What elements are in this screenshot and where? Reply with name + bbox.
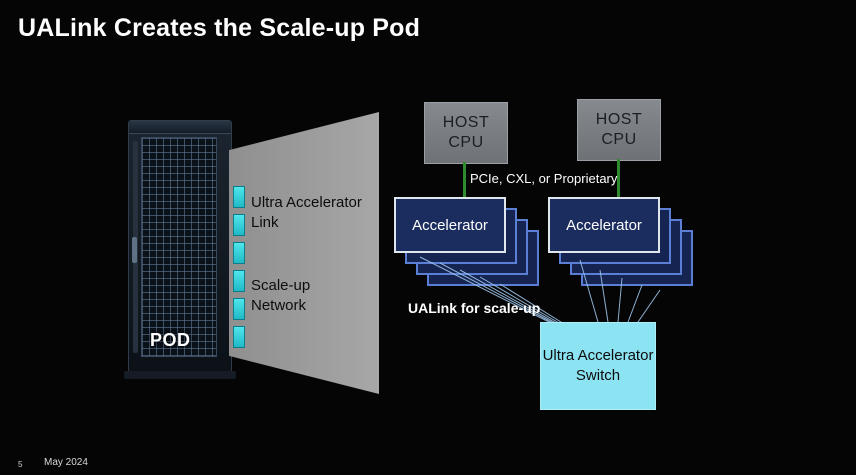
accelerator-label: Accelerator	[412, 216, 488, 234]
pcie-link-line-2	[617, 159, 620, 198]
accelerator-label: Accelerator	[566, 216, 642, 234]
link-indicator-icon	[233, 298, 245, 320]
accelerator-stack-1: Accelerator	[394, 197, 544, 292]
host-cpu-label: HOST CPU	[442, 114, 490, 151]
callout-ultra-accelerator-link: Ultra Accelerator Link	[251, 194, 362, 232]
link-indicator-icon	[233, 214, 245, 236]
accelerator-card-front: Accelerator	[548, 197, 660, 253]
bus-label: PCIe, CXL, or Proprietary	[470, 171, 618, 186]
slide-title: UALink Creates the Scale-up Pod	[18, 14, 421, 42]
rack-top-cap	[129, 121, 231, 134]
page-number: 5	[18, 460, 23, 469]
link-indicator-icon	[233, 326, 245, 348]
ualink-for-scale-up-label: UALink for scale-up	[408, 300, 541, 316]
switch-label: Ultra Accelerator Switch	[542, 346, 654, 384]
link-indicator-icon	[233, 270, 245, 292]
callout-beam	[229, 112, 379, 394]
rack-base	[124, 371, 236, 379]
ultra-accelerator-switch-box: Ultra Accelerator Switch	[540, 322, 656, 410]
host-cpu-box-2: HOST CPU	[577, 99, 661, 161]
slide-date: May 2024	[44, 457, 88, 468]
link-indicator-icon	[233, 186, 245, 208]
server-rack	[128, 120, 232, 374]
link-indicator-icon	[233, 242, 245, 264]
accelerator-stack-2: Accelerator	[548, 197, 698, 292]
callout-scale-up-network: Scale-up Network	[251, 277, 311, 315]
host-cpu-box-1: HOST CPU	[424, 102, 508, 164]
pod-label: POD	[150, 330, 191, 350]
rack-door-handle	[132, 236, 137, 263]
pcie-link-line-1	[463, 162, 466, 198]
host-cpu-label: HOST CPU	[595, 111, 643, 148]
rack-mesh-panel	[141, 137, 217, 357]
accelerator-card-front: Accelerator	[394, 197, 506, 253]
